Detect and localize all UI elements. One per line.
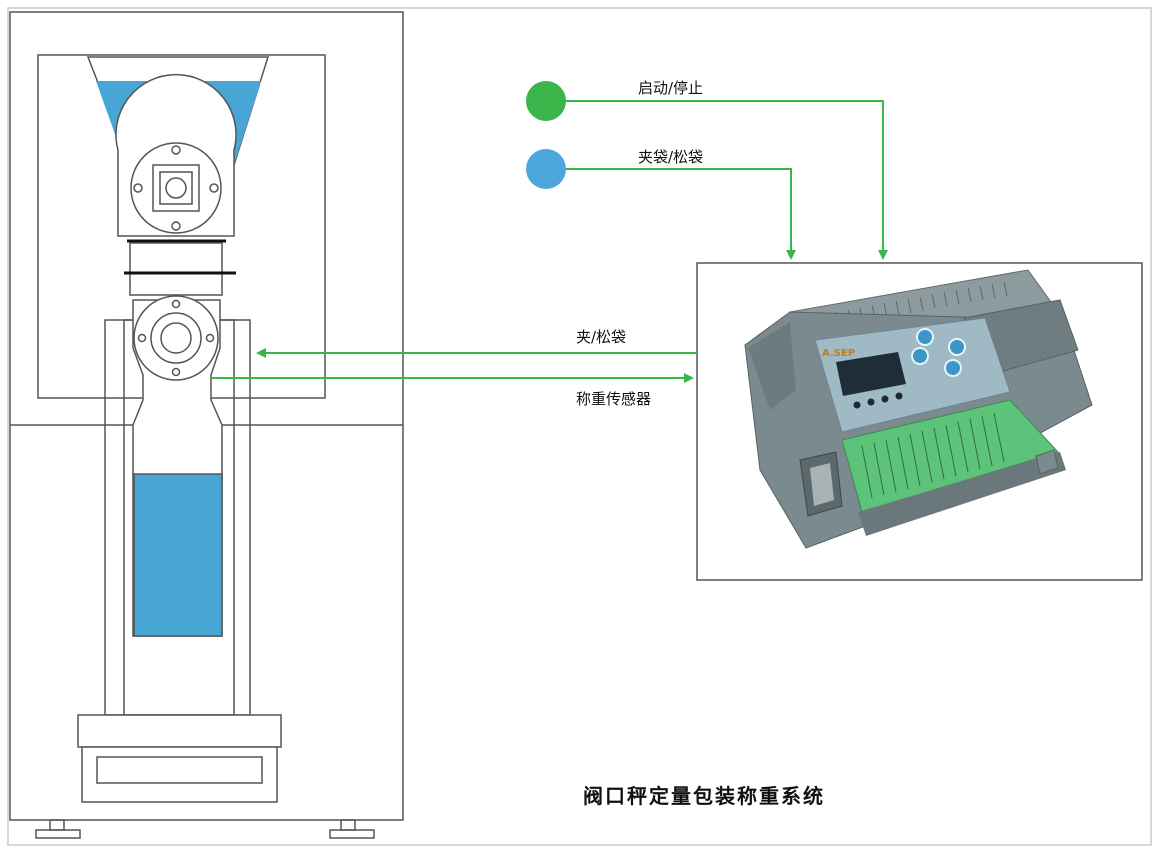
plc-keypad-button (944, 359, 962, 377)
machine-foot-pad (35, 829, 81, 839)
plc-controller: A.SEP (744, 269, 1093, 549)
plc-terminal-strip (841, 399, 1059, 513)
bolt-hole (209, 183, 219, 193)
plc-keypad-button (948, 338, 966, 356)
label-weight-sensor: 称重传感器 (576, 390, 652, 408)
start-stop-signal-line (566, 100, 888, 260)
machine-frame (9, 11, 404, 821)
plc-keypad-button (916, 328, 934, 346)
connecting-neck (129, 242, 223, 296)
start-stop-button[interactable] (526, 81, 566, 121)
machine-foot (340, 819, 356, 831)
scale-inner (96, 756, 263, 784)
valve-bore-upper (165, 177, 187, 199)
bolt-hole (137, 333, 147, 343)
plc-brand-logo: A.SEP (822, 348, 855, 359)
bolt-hole (171, 367, 181, 377)
bag-material (133, 473, 223, 637)
plc-lcd-screen (836, 352, 906, 396)
label-clamp-release-bag: 夹袋/松袋 (638, 148, 704, 166)
outer-border (7, 7, 1152, 846)
clamp-bag-signal-line (566, 168, 796, 260)
packing-machine (9, 11, 404, 839)
bolt-hole (171, 299, 181, 309)
bolt-hole (205, 333, 215, 343)
weighing-platform (77, 714, 282, 748)
clamp-bag-button[interactable] (526, 149, 566, 189)
machine-foot (49, 819, 65, 831)
plc-keypad-button (911, 347, 929, 365)
label-start-stop: 启动/停止 (638, 79, 704, 97)
bolt-hole (171, 221, 181, 231)
bolt-hole (133, 183, 143, 193)
diagram-title: 阀口秤定量包装称重系统 (583, 784, 825, 808)
machine-foot-pad (329, 829, 375, 839)
valve-bore-lower (160, 322, 192, 354)
label-clamp-release: 夹/松袋 (576, 328, 627, 346)
bolt-hole (171, 145, 181, 155)
